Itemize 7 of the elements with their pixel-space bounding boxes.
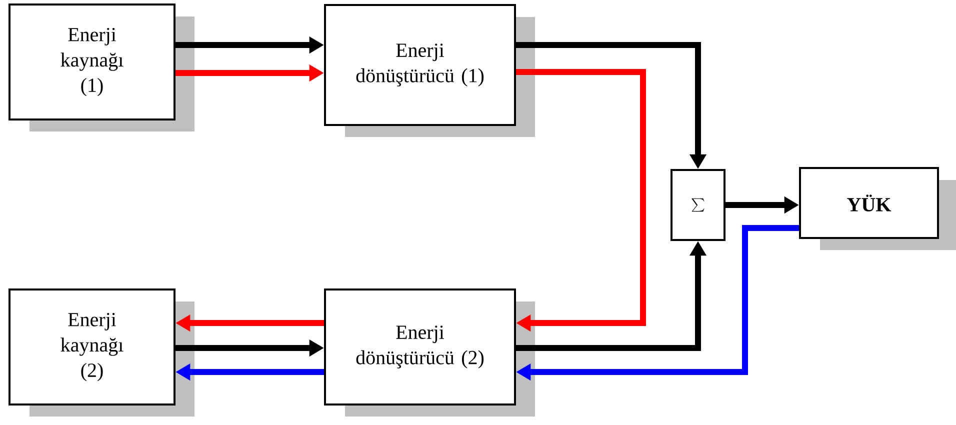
load-box: YÜK — [799, 167, 956, 250]
sum-box: $\sum$ — [670, 169, 726, 241]
source-box: Enerji kaynağı (2) — [8, 288, 194, 416]
converter-box: Enerji dönüştürücü (2) — [324, 288, 535, 416]
arrow — [516, 69, 646, 332]
converter-box: Enerji dönüştürücü (1) — [324, 4, 535, 137]
source-box: Enerji kaynağı (1) — [8, 4, 194, 132]
